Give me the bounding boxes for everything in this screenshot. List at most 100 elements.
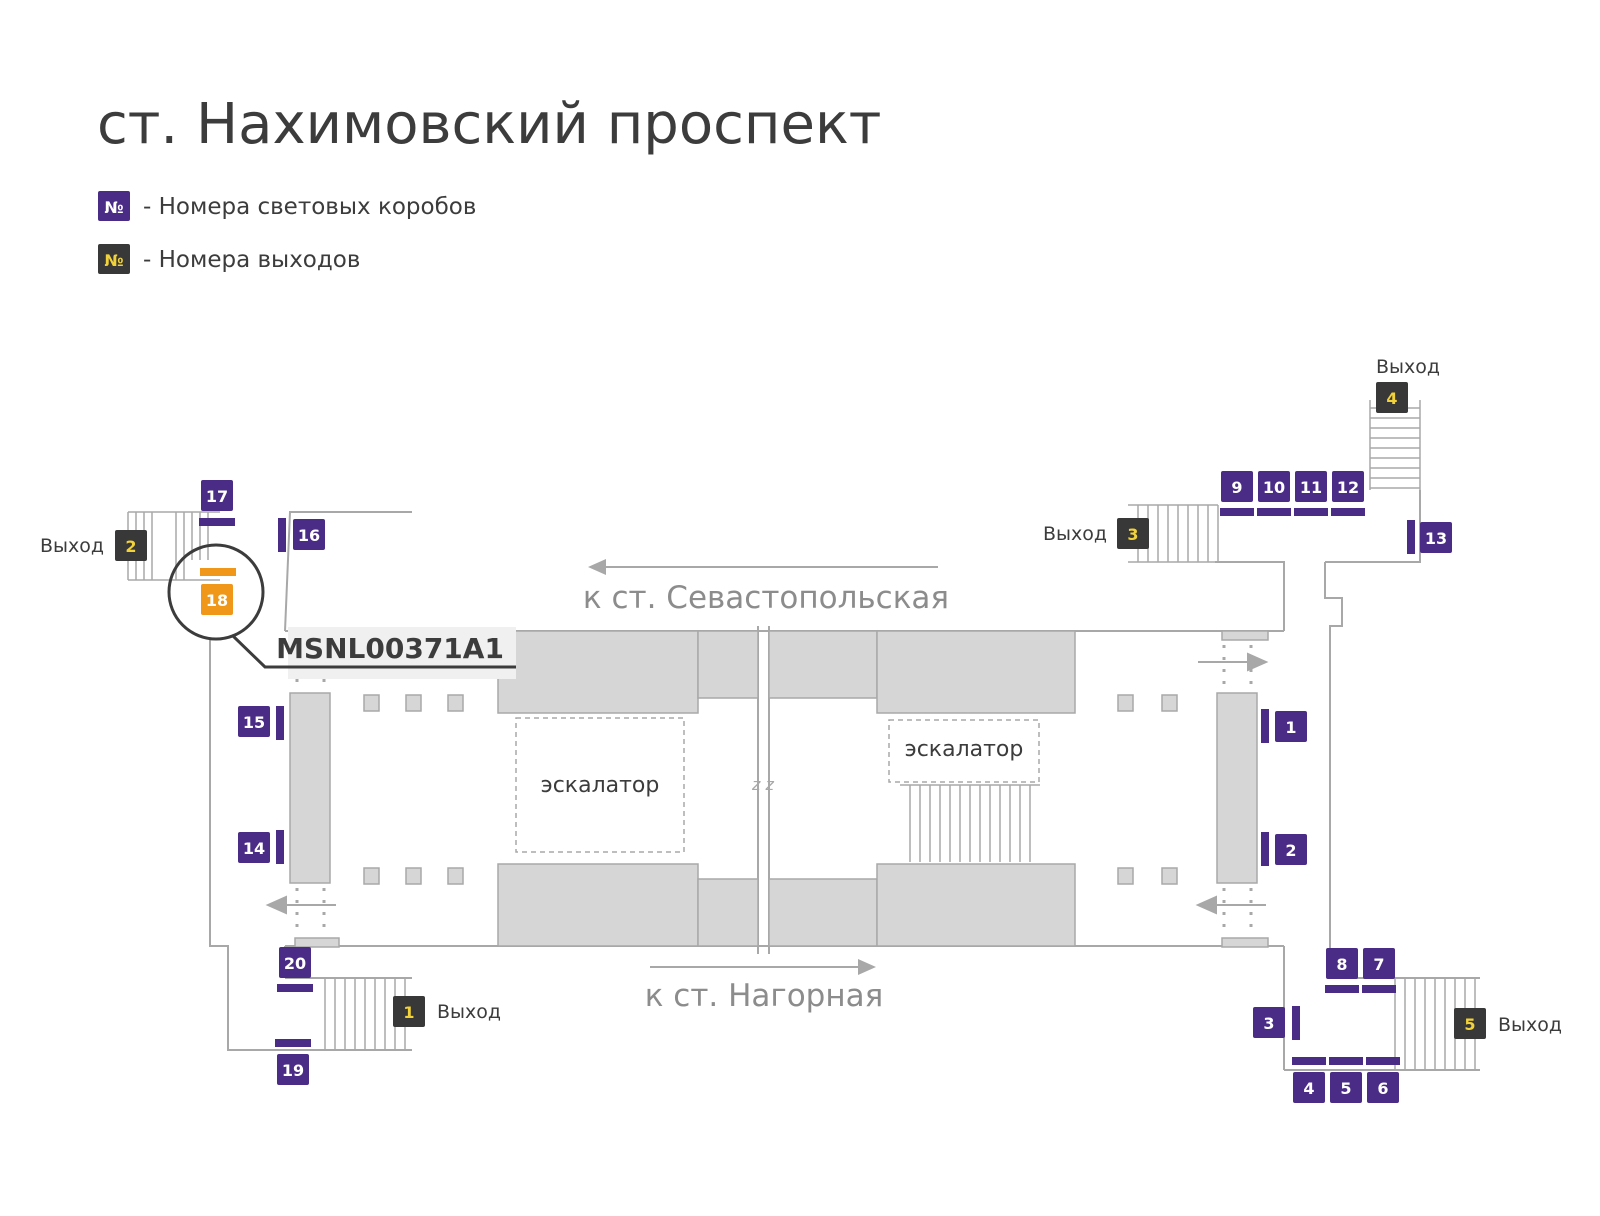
exit-5: 5 Выход [1454, 1008, 1562, 1039]
arrow-right-icon [858, 959, 876, 975]
svg-text:3: 3 [1127, 525, 1138, 544]
lightbox-5 [1330, 1072, 1362, 1103]
lightboxes: 1 2 3 4 5 6 8 7 9 10 11 [199, 471, 1452, 1103]
track-gap-marker: z z [751, 775, 774, 794]
legend: № - Номера световых коробов № - Номера в… [98, 191, 476, 274]
highlight-callout: MSNL00371A1 18 [167, 543, 516, 679]
lightbox-15 [238, 706, 270, 737]
svg-text:19: 19 [282, 1061, 304, 1080]
stairs-escalator-right [900, 784, 1040, 862]
escalator-left-label: эскалатор [541, 773, 660, 798]
block-top-left [497, 630, 699, 714]
svg-text:13: 13 [1425, 529, 1447, 548]
exit-1-label: Выход [437, 1001, 501, 1023]
stairs-exit-5 [1394, 977, 1480, 1071]
exit-4-badge [1376, 382, 1408, 413]
exit-1: 1 Выход [393, 996, 501, 1027]
svg-text:11: 11 [1300, 478, 1322, 497]
lightbox-16 [293, 519, 325, 550]
arrow-left-icon [1195, 895, 1217, 915]
highlight-circle [167, 543, 265, 641]
lightbox-9 [1221, 471, 1253, 502]
direction-top-label: к ст. Севастопольская [583, 580, 949, 616]
lightbox-17 [201, 480, 233, 511]
svg-text:12: 12 [1337, 478, 1359, 497]
exit-3-label: Выход [1043, 523, 1107, 545]
direction-bottom: к ст. Нагорная [645, 959, 884, 1014]
exit-4-label: Выход [1376, 356, 1440, 378]
page-title: ст. Нахимовский проспект [97, 92, 881, 157]
stairs-exit-4 [1369, 400, 1421, 490]
legend-item-lightboxes: № - Номера световых коробов [98, 191, 476, 221]
svg-text:14: 14 [243, 839, 265, 858]
svg-text:10: 10 [1263, 478, 1285, 497]
lightbox-20 [279, 947, 311, 978]
code-label-background [288, 627, 516, 679]
svg-text:2: 2 [125, 537, 136, 556]
exits: 1 Выход 2 Выход 3 Выход 4 Выход 5 Выход [40, 356, 1562, 1039]
legend-item-exits: № - Номера выходов [98, 244, 360, 274]
legend-lightbox-label: - Номера световых коробов [143, 194, 476, 220]
exit-2-label: Выход [40, 535, 104, 557]
lightbox-13 [1420, 522, 1452, 553]
block-bottom-mid-right [768, 878, 878, 947]
lightbox-3 [1253, 1007, 1285, 1038]
lightbox-7 [1363, 948, 1395, 979]
svg-text:7: 7 [1373, 955, 1384, 974]
svg-text:6: 6 [1377, 1079, 1388, 1098]
exit-5-badge [1454, 1008, 1486, 1039]
svg-text:5: 5 [1464, 1015, 1475, 1034]
exit-2: 2 Выход [40, 530, 147, 561]
svg-text:15: 15 [243, 713, 265, 732]
exit-3: 3 Выход [1043, 518, 1149, 549]
exit-4: 4 Выход [1376, 356, 1440, 413]
legend-exit-label: - Номера выходов [143, 247, 360, 273]
exit-3-badge [1117, 518, 1149, 549]
direction-bottom-label: к ст. Нагорная [645, 978, 884, 1014]
stairs-exit-3 [1128, 504, 1219, 563]
svg-text:4: 4 [1386, 389, 1397, 408]
svg-text:17: 17 [206, 487, 228, 506]
lightbox-8 [1326, 948, 1358, 979]
block-side-right [1216, 692, 1258, 884]
exit-5-label: Выход [1498, 1014, 1562, 1036]
arrow-right-icon [1247, 652, 1269, 672]
direction-top: к ст. Севастопольская [583, 559, 949, 616]
svg-text:2: 2 [1285, 841, 1296, 860]
block-top-right [876, 630, 1076, 714]
exit-2-badge [115, 530, 147, 561]
lightbox-10 [1258, 471, 1290, 502]
svg-text:3: 3 [1263, 1014, 1274, 1033]
flow-arrows [265, 652, 1269, 915]
lightbox-4 [1293, 1072, 1325, 1103]
lightbox-14 [238, 832, 270, 863]
exit-1-badge [393, 996, 425, 1027]
svg-text:20: 20 [284, 954, 306, 973]
svg-text:16: 16 [298, 526, 320, 545]
pillars [363, 694, 1178, 885]
lightbox-12 [1332, 471, 1364, 502]
legend-exit-swatch [98, 244, 130, 274]
svg-text:1: 1 [403, 1003, 414, 1022]
svg-text:1: 1 [1285, 718, 1296, 737]
lightbox-18-badge [201, 584, 233, 615]
lightbox-1 [1275, 711, 1307, 742]
lightbox-18-number: 18 [206, 591, 228, 610]
arrow-left-icon [588, 559, 606, 575]
svg-text:9: 9 [1231, 478, 1242, 497]
legend-lightbox-symbol: № [104, 198, 123, 217]
svg-text:4: 4 [1303, 1079, 1314, 1098]
lightbox-19 [277, 1054, 309, 1085]
platform-blocks [289, 630, 1269, 948]
block-top-mid-right [768, 630, 878, 699]
escalator-right-label: эскалатор [905, 737, 1024, 762]
arrow-left-icon [265, 895, 287, 915]
lightbox-18-bar [200, 568, 236, 576]
block-bottom-left [497, 863, 699, 947]
turnstiles [295, 645, 1253, 935]
block-top-mid-left [697, 630, 759, 699]
legend-exit-symbol: № [104, 251, 123, 270]
block-side-left [289, 692, 331, 884]
block-bottom-mid-left [697, 878, 759, 947]
